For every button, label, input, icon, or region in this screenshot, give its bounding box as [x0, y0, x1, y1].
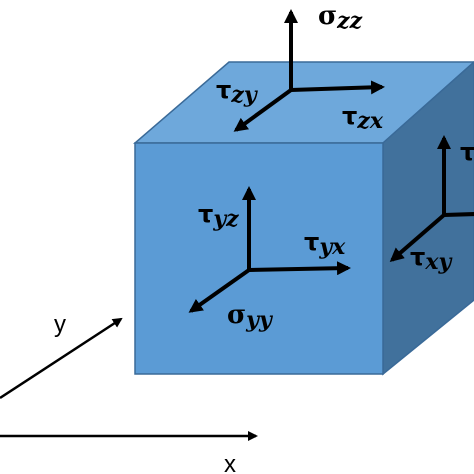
stress-labels: σzz τzy τzx τyz τyx σyy τxy τ	[198, 1, 474, 333]
sigma-yy-label: σyy	[227, 300, 274, 333]
sigma-zz-label: σzz	[318, 1, 363, 34]
tau-xy-label: τxy	[410, 243, 453, 275]
tau-xy-arrow	[389, 213, 446, 262]
tau-zy-label: τzy	[216, 76, 259, 108]
coordinate-axes: x y	[0, 311, 258, 474]
tau-right-cut-label: τ	[460, 138, 474, 166]
tau-zx-label: τzx	[342, 102, 384, 134]
tau-yx-label: τyx	[304, 228, 346, 260]
sigma-yy-arrow	[188, 268, 251, 313]
tau-zy-arrow	[233, 88, 293, 132]
cube-front-face	[134, 142, 384, 375]
side-face-stresses	[389, 135, 474, 262]
cube	[132, 60, 474, 376]
tau-yx-arrow	[248, 261, 351, 276]
sigma-xx-arrow	[443, 212, 474, 217]
tau-yz-label: τyz	[198, 200, 239, 232]
tau-zx-arrow	[290, 80, 385, 95]
x-axis-label: x	[224, 451, 236, 474]
y-axis-label: y	[54, 311, 66, 338]
front-face-stresses	[188, 186, 351, 313]
top-face-stresses	[233, 9, 385, 132]
y-axis-arrow	[0, 317, 123, 400]
